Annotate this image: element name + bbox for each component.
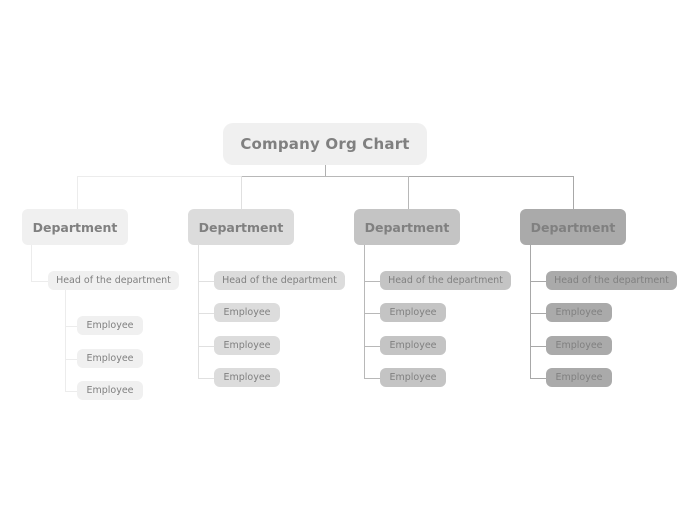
column-2-head-stub — [198, 280, 214, 282]
column-1-dept-spine — [31, 245, 32, 281]
column-1-employee-stub — [65, 325, 77, 327]
employee-node-3-3[interactable]: Employee — [380, 368, 446, 387]
bus-segment — [77, 176, 241, 177]
employee-node-2-1[interactable]: Employee — [214, 303, 280, 322]
employee-node-4-1[interactable]: Employee — [546, 303, 612, 322]
department-node-4[interactable]: Department — [520, 209, 626, 245]
column-1-head-stub — [31, 280, 48, 282]
column-3-dept-spine — [364, 245, 365, 378]
root-node-company-org-chart[interactable]: Company Org Chart — [223, 123, 427, 165]
bus-segment — [241, 176, 408, 177]
employee-node-3-1[interactable]: Employee — [380, 303, 446, 322]
head-of-department-node-3[interactable]: Head of the department — [380, 271, 511, 290]
employee-node-2-3[interactable]: Employee — [214, 368, 280, 387]
root-stem-line — [325, 165, 326, 176]
column-2-employee-stub — [198, 377, 214, 379]
head-of-department-node-2[interactable]: Head of the department — [214, 271, 345, 290]
employee-node-1-2[interactable]: Employee — [77, 349, 143, 368]
column-3-head-stub — [364, 280, 380, 282]
column-4-employee-stub — [530, 377, 546, 379]
department-node-1[interactable]: Department — [22, 209, 128, 245]
column-4-employee-stub — [530, 345, 546, 347]
column-1-employee-stub — [65, 358, 77, 360]
employee-node-1-3[interactable]: Employee — [77, 381, 143, 400]
employee-node-1-1[interactable]: Employee — [77, 316, 143, 335]
column-4-dept-spine — [530, 245, 531, 378]
column-3-employee-stub — [364, 377, 380, 379]
column-3-bus-drop-line — [408, 176, 409, 209]
head-of-department-node-4[interactable]: Head of the department — [546, 271, 677, 290]
column-4-head-stub — [530, 280, 546, 282]
employee-node-2-2[interactable]: Employee — [214, 336, 280, 355]
department-node-2[interactable]: Department — [188, 209, 294, 245]
column-3-employee-stub — [364, 312, 380, 314]
department-node-3[interactable]: Department — [354, 209, 460, 245]
column-1-bus-drop-line — [77, 176, 78, 209]
column-2-bus-drop-line — [241, 176, 242, 209]
bus-segment — [408, 176, 573, 177]
head-of-department-node-1[interactable]: Head of the department — [48, 271, 179, 290]
employee-node-4-2[interactable]: Employee — [546, 336, 612, 355]
column-3-employee-stub — [364, 345, 380, 347]
column-4-bus-drop-line — [573, 176, 574, 209]
column-1-employee-stub — [65, 390, 77, 392]
column-4-employee-stub — [530, 312, 546, 314]
column-1-employee-spine — [65, 290, 66, 391]
column-2-employee-stub — [198, 312, 214, 314]
column-2-employee-stub — [198, 345, 214, 347]
employee-node-4-3[interactable]: Employee — [546, 368, 612, 387]
column-2-dept-spine — [198, 245, 199, 378]
employee-node-3-2[interactable]: Employee — [380, 336, 446, 355]
